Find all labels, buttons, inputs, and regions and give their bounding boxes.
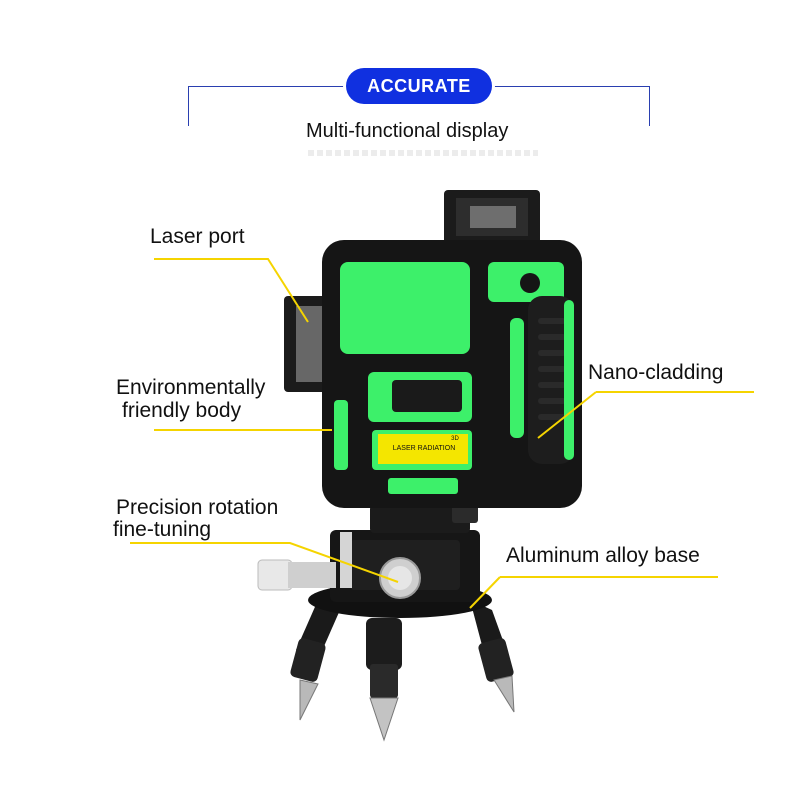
callout-nano-cladding: Nano-cladding [588, 361, 724, 384]
leader-lines [130, 258, 754, 609]
callout-precision-line1: Precision rotation [116, 496, 279, 519]
sticker-tag: 3D [451, 436, 459, 442]
callout-precision-line2: fine-tuning [113, 518, 212, 541]
laser-level-body: LASER RADIATION 3D [284, 190, 582, 508]
accurate-badge: ACCURATE [346, 68, 492, 104]
sticker-title: LASER RADIATION [393, 445, 456, 452]
callout-env-body-line2: friendly body [122, 399, 242, 422]
callout-aluminum-base: Aluminum alloy base [506, 544, 700, 567]
callout-laser-port: Laser port [150, 225, 245, 248]
tripod-legs [290, 600, 515, 742]
faint-caption-line [308, 150, 538, 156]
subtitle: Multi-functional display [306, 120, 509, 142]
tripod-base [257, 505, 492, 618]
callout-env-body-line1: Environmentally [116, 376, 266, 399]
